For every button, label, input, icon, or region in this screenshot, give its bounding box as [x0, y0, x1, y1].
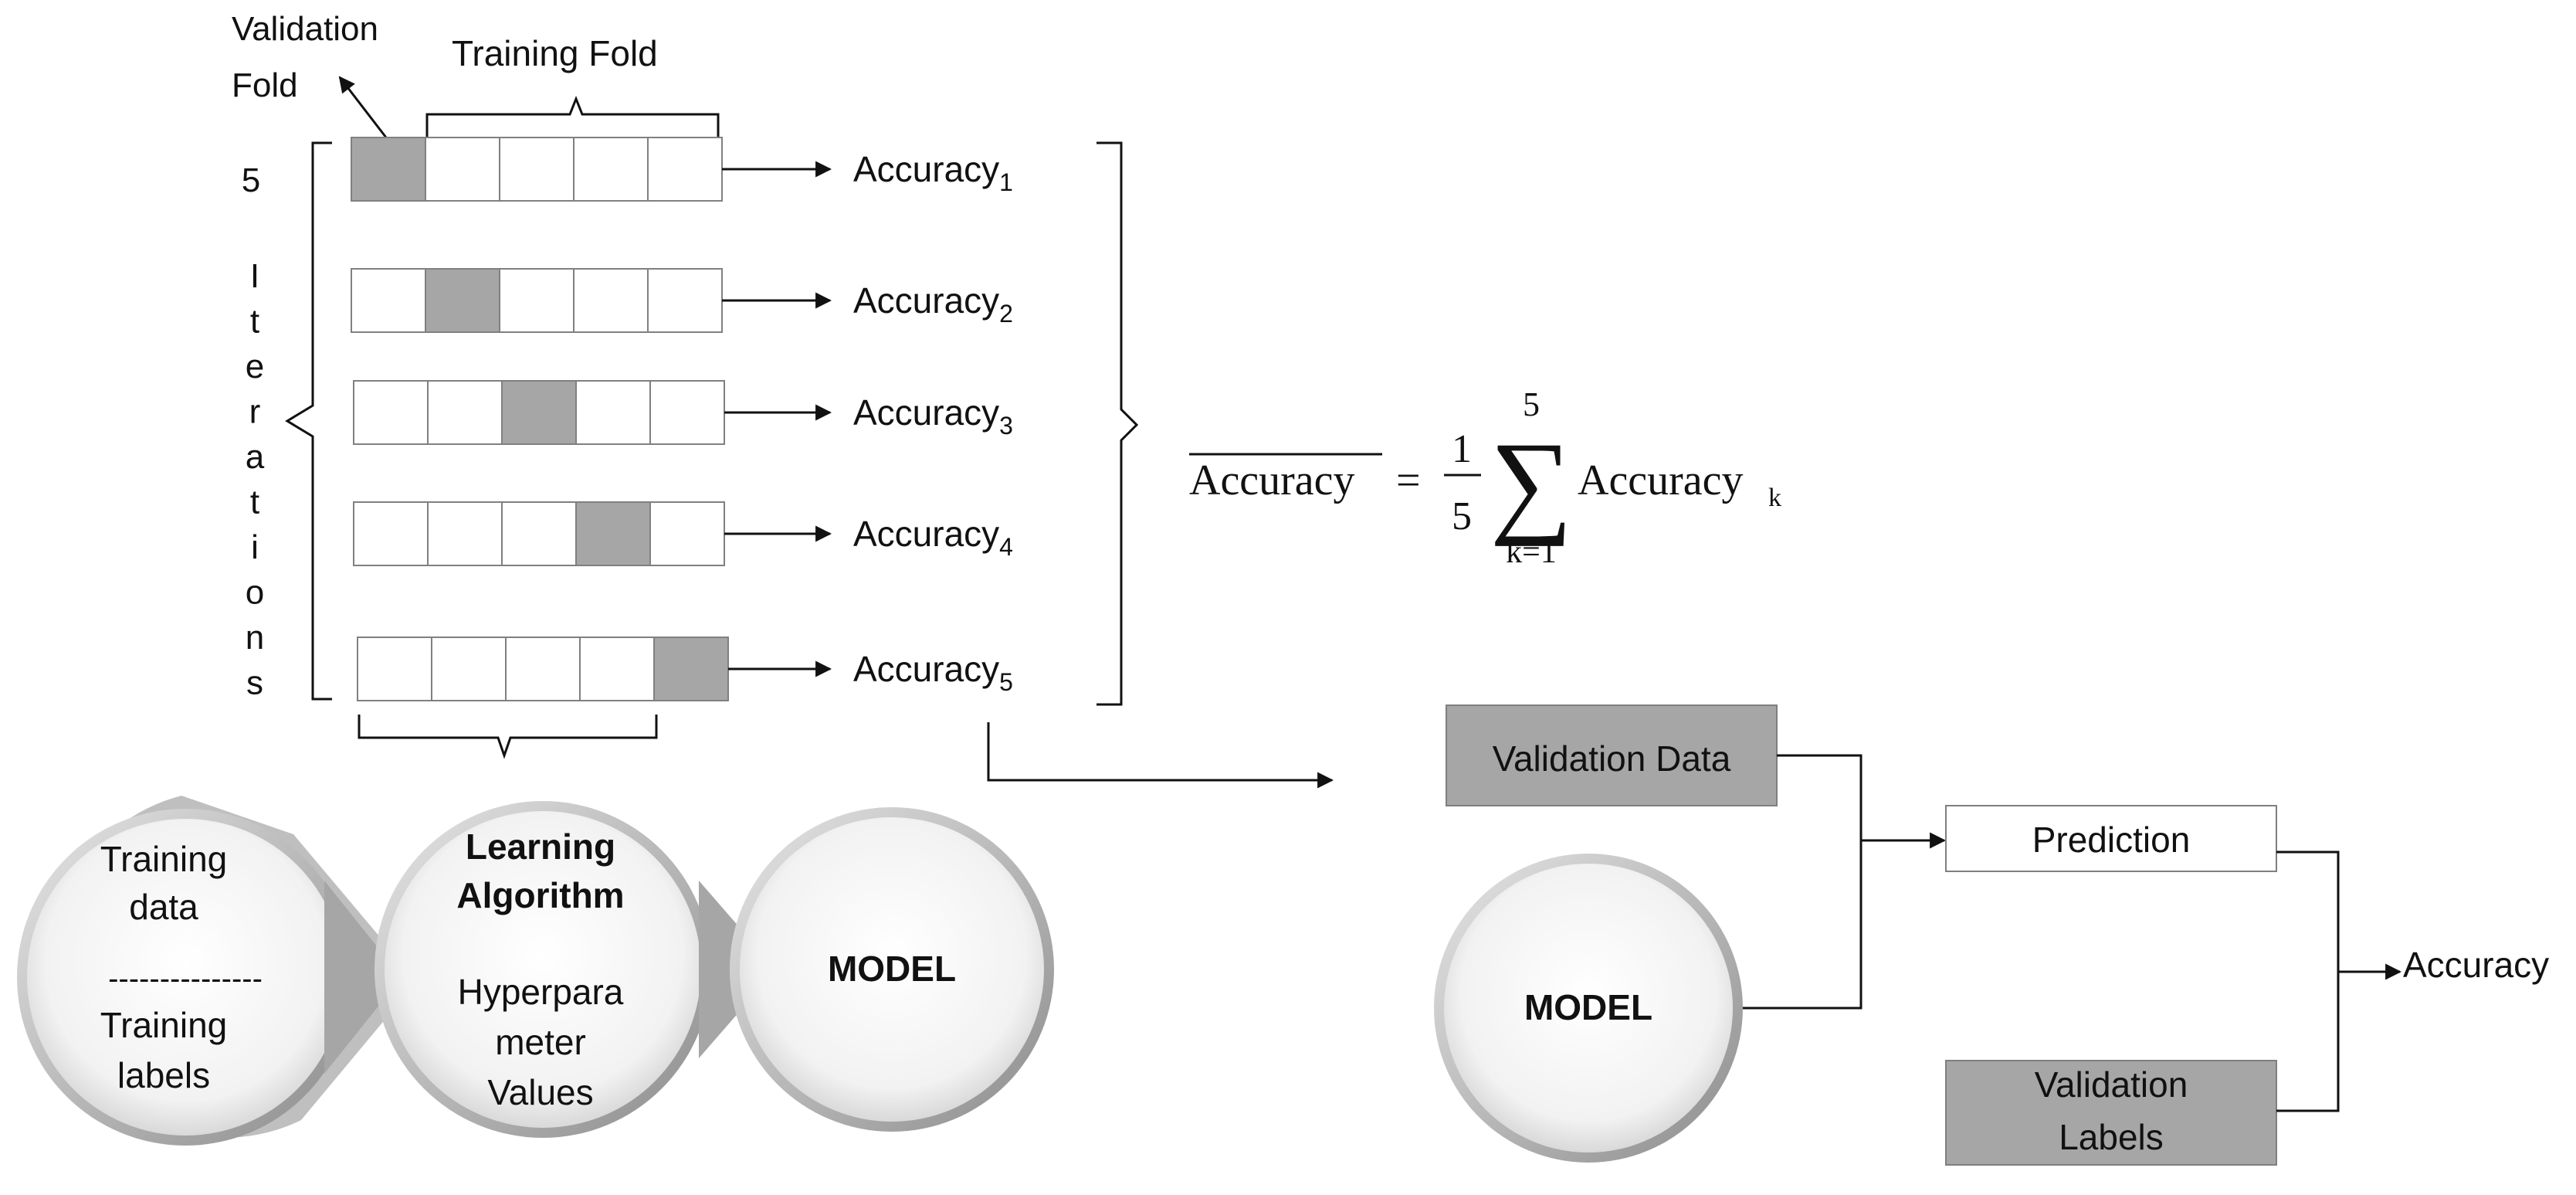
training-fold-cell — [427, 501, 503, 566]
fold-row: Accuracy5 — [357, 637, 1013, 701]
trained-model-circle: MODEL — [730, 807, 1054, 1132]
training-fold-cell — [575, 380, 651, 445]
validation-data-box: Validation Data — [1446, 704, 1778, 806]
fold-row: Accuracy2 — [351, 268, 1013, 333]
iterations-count: 5 — [242, 161, 260, 199]
training-fold-cell — [649, 380, 725, 445]
svg-text:MODEL: MODEL — [1524, 987, 1652, 1027]
training-fold-cell — [427, 380, 503, 445]
training-data-circle: Training data --------------- Training l… — [17, 796, 418, 1146]
prediction-box: Prediction — [1945, 805, 2277, 872]
formula-lhs: Accuracy — [1189, 457, 1355, 504]
training-fold-cell — [579, 637, 655, 701]
svg-text:Learning: Learning — [466, 827, 615, 867]
svg-text:Fold: Fold — [232, 66, 298, 104]
svg-text:Validation Data: Validation Data — [1493, 738, 1731, 779]
final-accuracy-label: Accuracy — [2403, 945, 2549, 985]
fold-rows: Accuracy1Accuracy2Accuracy3Accuracy4Accu… — [351, 137, 1013, 701]
svg-text:Hyperpara: Hyperpara — [458, 972, 624, 1012]
fold-accuracy-label: Accuracy4 — [853, 514, 1013, 561]
training-fold-cell — [647, 268, 723, 333]
prediction-labels-connector — [2276, 850, 2340, 1112]
svg-text:data: data — [129, 887, 198, 927]
svg-text:Labels: Labels — [2059, 1117, 2164, 1157]
iterations-letter: t — [250, 484, 259, 521]
fold-accuracy-label: Accuracy3 — [853, 392, 1013, 440]
formula-sum-upper: 5 — [1523, 385, 1540, 423]
fold-row: Accuracy1 — [351, 137, 1013, 202]
fold-row: Accuracy4 — [353, 501, 1013, 566]
svg-text:Validation: Validation — [2035, 1064, 2188, 1105]
formula-frac-num: 1 — [1452, 427, 1472, 471]
formula-term-sub: k — [1768, 484, 1781, 512]
svg-text:Training: Training — [100, 1005, 227, 1045]
fold-accuracy-label: Accuracy2 — [853, 280, 1013, 328]
iterations-letter: I — [250, 257, 259, 295]
fold-accuracy-label: Accuracy1 — [853, 149, 1013, 196]
formula-term: Accuracy — [1578, 457, 1744, 504]
iterations-letter: t — [250, 303, 259, 341]
formula-frac-den: 5 — [1452, 494, 1472, 538]
training-fold-label: Training Fold — [452, 33, 658, 73]
validation-fold-cell — [575, 501, 651, 566]
iterations-letter: a — [246, 438, 265, 476]
formula-sum-lower: k=1 — [1506, 535, 1557, 570]
validation-fold-label: Validation Fold — [232, 10, 378, 104]
training-fold-cell — [425, 137, 500, 202]
training-fold-cell — [353, 380, 429, 445]
training-fold-cell — [505, 637, 581, 701]
svg-text:meter: meter — [495, 1022, 586, 1062]
validation-fold-cell — [501, 380, 577, 445]
training-fold-cell — [573, 137, 649, 202]
validation-labels-box: Validation Labels — [1945, 1060, 2277, 1166]
formula-equals: = — [1396, 457, 1421, 504]
svg-text:MODEL: MODEL — [828, 949, 956, 989]
formula-sum-symbol: ∑ — [1490, 419, 1573, 547]
svg-text:Algorithm: Algorithm — [456, 875, 624, 915]
svg-text:Prediction: Prediction — [2032, 820, 2191, 860]
eval-model-circle: MODEL — [1434, 854, 1743, 1163]
mean-accuracy-formula: Accuracy = 1 5 5 ∑ k=1 Accuracy k — [1189, 385, 1781, 570]
validation-data-connector — [1743, 754, 1863, 1010]
training-fold-cell — [647, 137, 723, 202]
training-fold-cell — [499, 268, 575, 333]
training-fold-cell — [649, 501, 725, 566]
training-fold-cell — [431, 637, 507, 701]
accuracies-brace — [1096, 141, 1139, 706]
iterations-letter: r — [249, 393, 261, 431]
training-fold-cell — [499, 137, 575, 202]
validation-fold-cell — [351, 137, 426, 202]
iterations-letter: i — [251, 528, 259, 566]
validation-fold-cell — [425, 268, 500, 333]
training-fold-brace — [425, 95, 720, 137]
fold-row: Accuracy3 — [353, 380, 1013, 445]
validation-fold-cell — [653, 637, 729, 701]
svg-text:Values: Values — [487, 1072, 593, 1112]
svg-text:Validation: Validation — [232, 10, 378, 48]
training-fold-cell — [357, 637, 432, 701]
iterations-brace — [285, 141, 332, 701]
iterations-letter: o — [246, 574, 264, 612]
iterations-letter: e — [246, 348, 264, 385]
svg-text:Training: Training — [100, 839, 227, 879]
iterations-letter: s — [246, 664, 263, 702]
validation-fold-pointer — [338, 76, 388, 138]
svg-text:labels: labels — [117, 1055, 210, 1095]
learning-algorithm-circle: Learning Algorithm Hyperpara meter Value… — [375, 801, 776, 1138]
pipeline-brace — [358, 715, 658, 759]
training-fold-cell — [353, 501, 429, 566]
evaluation-connector — [987, 722, 1334, 789]
svg-text:---------------: --------------- — [108, 962, 263, 996]
training-fold-cell — [501, 501, 577, 566]
training-fold-cell — [573, 268, 649, 333]
iterations-letter: n — [246, 619, 264, 657]
training-fold-cell — [351, 268, 426, 333]
fold-accuracy-label: Accuracy5 — [853, 649, 1013, 696]
